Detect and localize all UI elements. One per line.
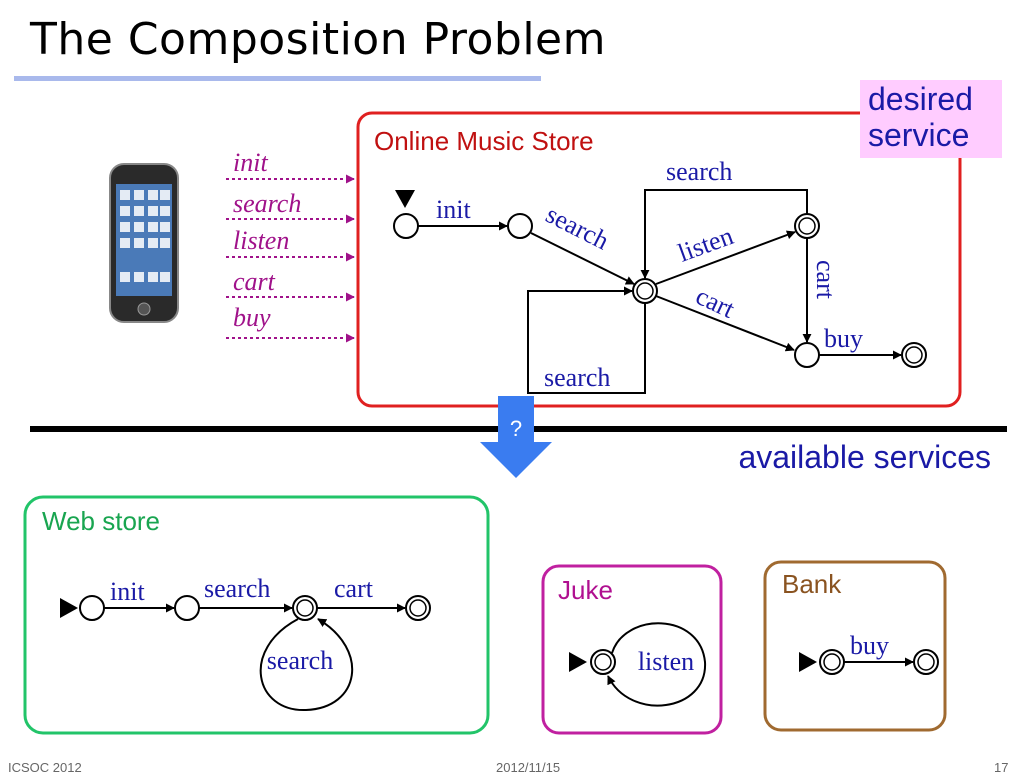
edge-label-cart-vert: cart — [811, 260, 840, 300]
juke-title: Juke — [558, 575, 613, 605]
footer-page-number: 17 — [994, 760, 1009, 775]
start-marker-icon — [395, 190, 415, 208]
state-listen — [794, 213, 820, 239]
juke-service: Juke listen — [541, 564, 723, 735]
state-hub — [632, 278, 658, 304]
client-action-cart: cart — [233, 267, 276, 296]
edge-label-init: init — [436, 195, 471, 224]
composition-arrow-label: ? — [510, 416, 522, 441]
state-final — [901, 342, 927, 368]
smartphone-icon — [109, 163, 179, 323]
available-services-label: available services — [738, 439, 991, 475]
web-store-label-search: search — [204, 574, 270, 603]
desired-service-title: Online Music Store — [374, 126, 594, 156]
client-action-init: init — [233, 148, 268, 177]
bank-start-icon — [799, 652, 817, 672]
client-action-search: search — [233, 189, 301, 218]
web-store-label-cart: cart — [334, 574, 374, 603]
state-s0 — [393, 213, 419, 239]
client-action-buy: buy — [233, 303, 271, 332]
desired-tag-line2: service — [868, 117, 969, 153]
desired-tag-line1: desired — [868, 81, 973, 117]
edge-label-buy: buy — [824, 324, 863, 353]
desired-service: Online Music Store desired service — [356, 80, 1002, 408]
state-cart — [794, 342, 820, 368]
state-s1 — [507, 213, 533, 239]
web-store-service: Web store init search cart search — [23, 495, 490, 735]
edge-label-search-top: search — [666, 157, 732, 186]
composition-arrow-icon: ? — [480, 396, 552, 478]
title-underline — [14, 76, 541, 81]
juke-label-listen: listen — [638, 647, 694, 676]
bank-label-buy: buy — [850, 631, 889, 660]
web-store-box — [23, 495, 490, 735]
bank-service: Bank buy — [763, 560, 947, 732]
web-store-label-loop-search: search — [267, 646, 333, 675]
web-store-start-icon — [60, 598, 78, 618]
juke-start-icon — [569, 652, 587, 672]
web-store-label-init: init — [110, 577, 145, 606]
footer-date: 2012/11/15 — [496, 760, 561, 775]
client-actions: init search listen cart buy — [226, 148, 355, 343]
client-action-listen: listen — [233, 226, 289, 255]
footer-conference: ICSOC 2012 — [8, 760, 82, 775]
desired-service-box — [356, 111, 962, 408]
slide-title: The Composition Problem — [30, 14, 606, 65]
desired-service-tag — [860, 80, 1002, 158]
juke-box — [541, 564, 723, 735]
edge-label-search-bottom: search — [544, 363, 610, 392]
bank-title: Bank — [782, 569, 842, 599]
web-store-title: Web store — [42, 506, 160, 536]
bank-box — [763, 560, 947, 732]
